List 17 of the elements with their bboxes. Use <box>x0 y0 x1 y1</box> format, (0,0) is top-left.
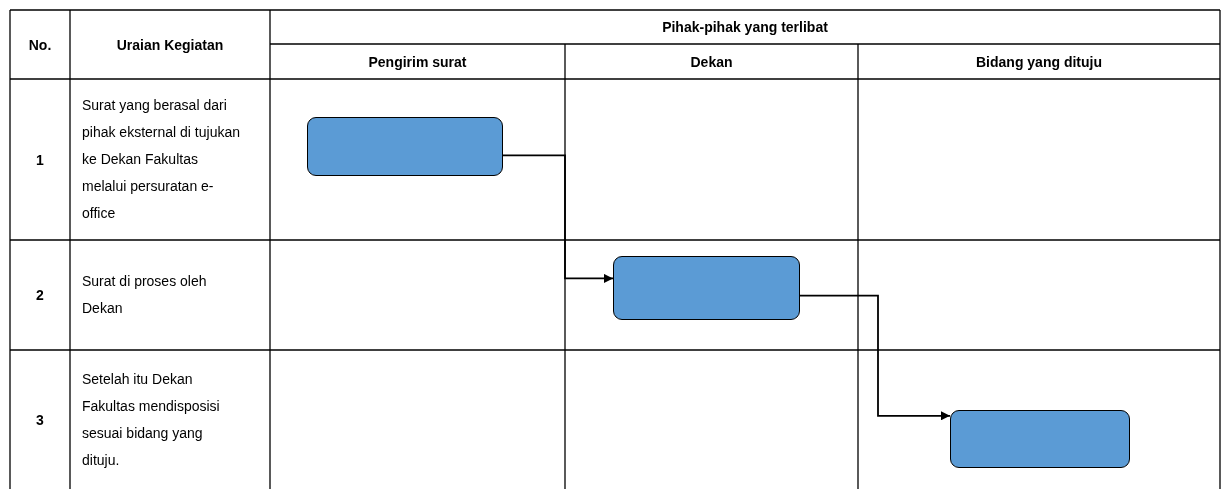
row-number: 1 <box>36 151 44 168</box>
arrow <box>799 294 951 421</box>
process-box <box>613 256 800 320</box>
column-header: Bidang yang dituju <box>976 53 1102 70</box>
activity-description: Surat yang berasal dari pihak eksternal di tujukan ke Dekan Fakultas melalui persuratan e-office <box>82 96 241 223</box>
process-box <box>307 117 503 176</box>
column-header: No. <box>28 36 52 53</box>
row-number: 3 <box>36 411 44 428</box>
row-number: 2 <box>36 287 44 303</box>
activity-description: Setelah itu Dekan Fakultas mendisposisi sesuai bidang yang dituju. <box>82 369 221 470</box>
arrow <box>502 154 614 283</box>
column-header: Pihak-pihak yang terlibat <box>662 19 828 35</box>
column-header: Pengirim surat <box>368 53 467 70</box>
process-box <box>950 410 1130 468</box>
column-header: Uraian Kegiatan <box>116 36 224 53</box>
column-header: Dekan <box>690 53 733 70</box>
activity-description: Surat di proses oleh Dekan <box>82 272 208 318</box>
